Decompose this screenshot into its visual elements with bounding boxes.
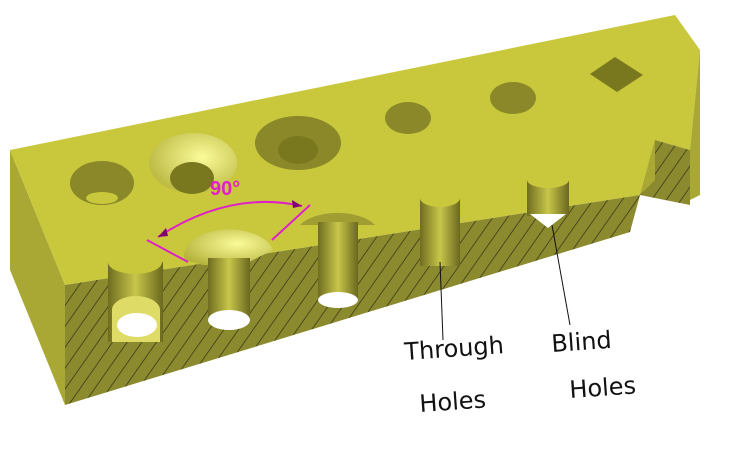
angle-label: 90° [210,178,240,200]
through-holes-label-line2: Holes [418,385,486,418]
angle-annotation [146,200,311,263]
top-holes [70,57,643,205]
hole-top-3 [385,102,431,134]
hole-top-1 [70,161,134,205]
left-face [10,150,65,405]
arrowhead-left [158,228,168,237]
step-face [640,140,655,195]
through-holes-leader [439,261,444,341]
arrowhead-right [292,200,302,208]
blind-holes-label-line2: Holes [568,371,636,404]
hole-top-4 [490,82,536,114]
section-holes [108,172,569,342]
through-holes-label-line1: Through [402,331,504,366]
blind-holes-label-line1: Blind [550,326,612,358]
square-hole-top [590,57,643,92]
right-face [675,15,700,200]
blind-holes-leader [551,224,571,326]
top-face [10,15,700,285]
